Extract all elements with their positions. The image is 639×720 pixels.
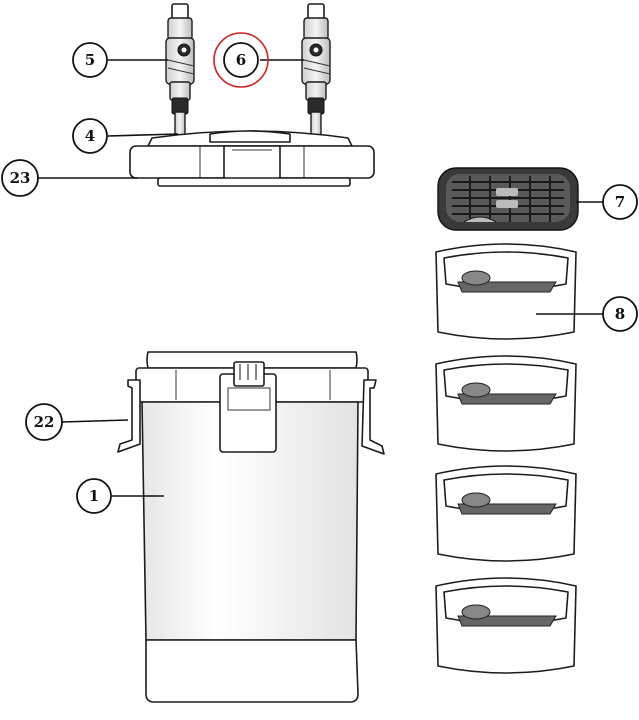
media-basket-2 <box>435 355 577 452</box>
callout-22: 22 <box>25 403 63 441</box>
shutoff-valve-right <box>301 3 331 139</box>
svg-text:6: 6 <box>236 51 246 69</box>
media-basket-4 <box>435 577 577 674</box>
callout-23: 23 <box>1 159 39 197</box>
svg-text:4: 4 <box>85 127 95 145</box>
svg-text:22: 22 <box>34 413 55 431</box>
shutoff-valve-left <box>165 3 195 139</box>
media-basket-3 <box>435 465 577 562</box>
filter-canister <box>117 351 385 703</box>
callout-4: 4 <box>72 118 108 154</box>
callout-8: 8 <box>602 296 638 332</box>
callout-6: 6 <box>213 32 269 88</box>
callout-5: 5 <box>72 42 108 78</box>
highlight-ring <box>213 32 269 88</box>
svg-text:8: 8 <box>615 305 625 323</box>
callout-7: 7 <box>602 184 638 220</box>
svg-text:7: 7 <box>615 193 625 211</box>
leader-lines <box>38 59 604 497</box>
svg-text:5: 5 <box>85 51 95 69</box>
svg-text:1: 1 <box>89 487 99 505</box>
sponge-tray <box>437 167 579 231</box>
media-basket-1 <box>435 243 577 340</box>
svg-text:23: 23 <box>10 169 31 187</box>
filter-lid <box>129 130 375 187</box>
callout-1: 1 <box>76 478 112 514</box>
